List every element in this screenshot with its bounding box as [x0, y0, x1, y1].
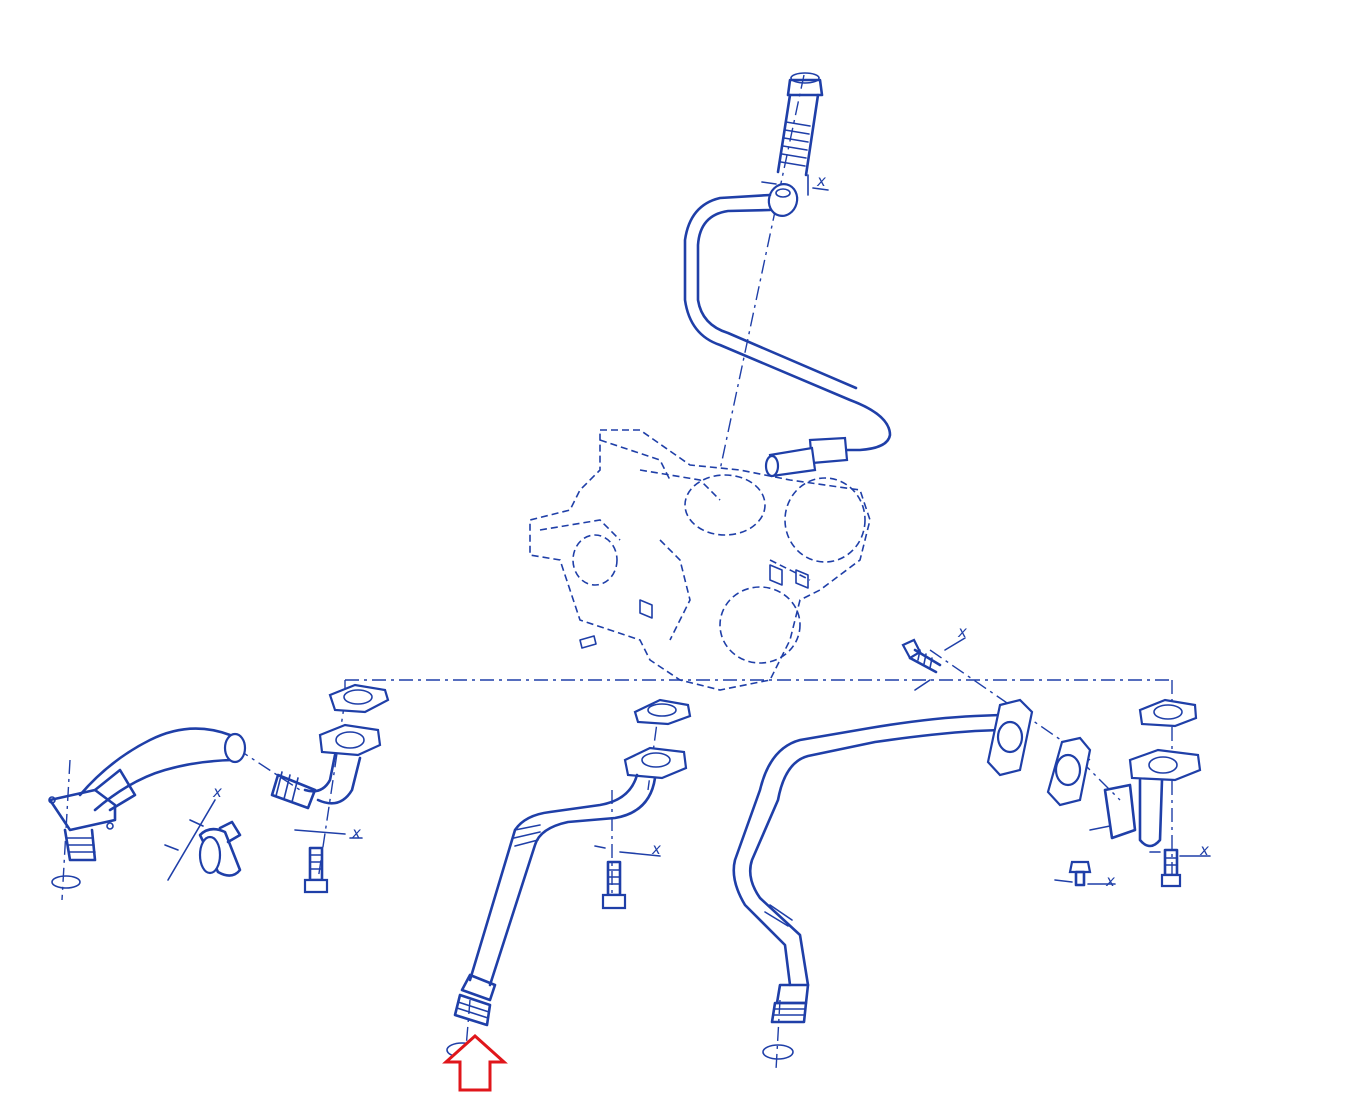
dimension-label: x [651, 840, 661, 858]
center-lines [61, 74, 1173, 1071]
dimension-label: x [816, 172, 826, 190]
dimension-label: x [1199, 841, 1209, 859]
drain-hose [446, 773, 657, 1058]
feed-line-dimension: x [761, 172, 829, 196]
left-return-line [48, 727, 247, 889]
dimension-label: x [351, 824, 361, 842]
dimension-label: x [957, 623, 967, 641]
center-bolt: x [594, 840, 661, 910]
center-flange-gaskets [623, 698, 692, 780]
hose-clamp: x [164, 783, 242, 881]
right-gaskets [986, 698, 1092, 807]
highlight-arrow-icon [442, 1033, 508, 1092]
dimension-label: x [1105, 872, 1115, 890]
left-flange-pipe [270, 683, 390, 810]
oil-feed-line [683, 72, 892, 478]
right-flange-bracket [1089, 698, 1202, 848]
right-drain-pipe [732, 713, 1002, 1060]
dimension-label: x [212, 783, 222, 801]
turbocharger-outline [529, 429, 871, 691]
top-right-bolt: x [901, 623, 967, 691]
left-bolt: x [294, 824, 363, 894]
right-small-bolts: x x [1054, 841, 1211, 890]
